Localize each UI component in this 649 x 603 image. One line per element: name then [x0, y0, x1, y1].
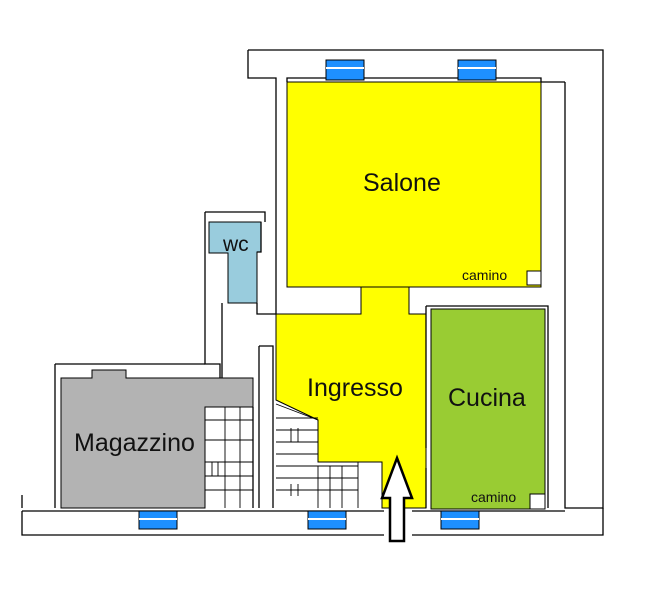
cucina-room	[430, 308, 546, 510]
magazzino-room	[60, 369, 254, 509]
camino-cucina-box	[529, 493, 546, 510]
ingresso-label: Ingresso	[307, 374, 403, 402]
wc-label: wc	[222, 233, 249, 256]
cucina-label: Cucina	[448, 384, 526, 412]
window-icon	[138, 510, 178, 530]
window-icon	[457, 59, 497, 81]
magazzino-stairs	[205, 407, 253, 508]
windows	[138, 59, 497, 530]
window-icon	[307, 510, 347, 530]
camino-salone-label: camino	[462, 267, 507, 283]
window-icon	[325, 59, 365, 81]
stairs	[275, 403, 359, 508]
camino-cucina-label: camino	[471, 489, 516, 505]
magazzino-label: Magazzino	[74, 429, 195, 457]
camino-salone-box	[526, 270, 542, 286]
salone-label: Salone	[363, 169, 441, 197]
entrance-arrow-icon	[380, 454, 414, 543]
walls	[21, 49, 604, 536]
window-icon	[440, 510, 480, 530]
